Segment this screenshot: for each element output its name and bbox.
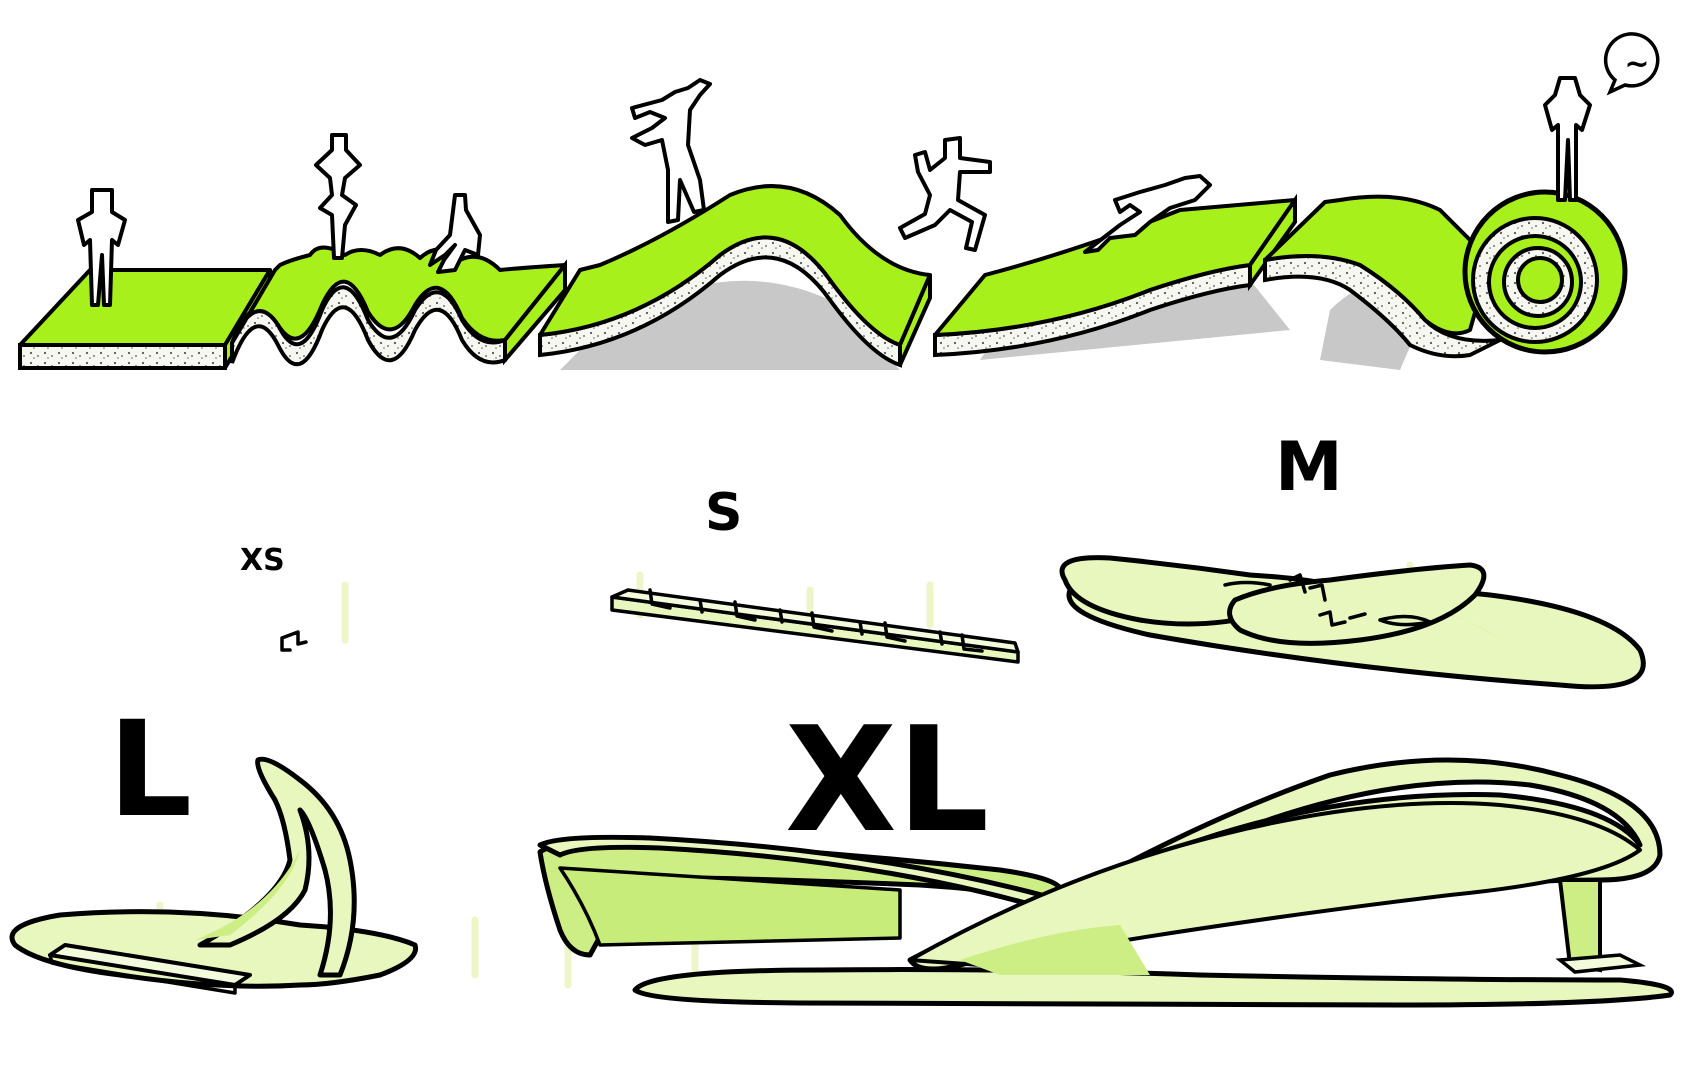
label-l: L: [108, 693, 192, 847]
label-xl: XL: [785, 696, 989, 865]
person-reclining: [1083, 174, 1212, 254]
person-dancing: [630, 78, 712, 224]
tile-slope: [933, 193, 1297, 358]
tile-roll: [1263, 189, 1628, 359]
person-standing-left: [76, 188, 127, 307]
object-s-bench: [610, 588, 1020, 664]
tile-bumpy-grass: [230, 245, 567, 345]
grass-landscape-strip: ~: [18, 32, 1660, 370]
tile-big-wave: [538, 184, 932, 368]
object-xl-lower-base: [632, 967, 1674, 1008]
object-m: [1059, 555, 1646, 690]
roll-core: [1516, 256, 1564, 304]
tile-bumpy: [230, 245, 567, 367]
tile-flat-soil: [18, 343, 227, 370]
object-xs: [280, 630, 308, 652]
speech-bubble-glyph: ~: [1624, 47, 1649, 82]
speech-bubble: ~: [1603, 32, 1660, 96]
label-m: M: [1275, 428, 1343, 507]
object-xl: [537, 757, 1674, 1008]
person-thinking: [1543, 76, 1592, 202]
person-tree-pose: [314, 133, 362, 260]
label-s: S: [705, 483, 742, 543]
person-sitting: [428, 193, 482, 274]
tile-roll-grass: [1263, 194, 1492, 336]
object-l-bench: [48, 943, 252, 987]
label-xs: XS: [240, 543, 285, 578]
person-jumping: [898, 136, 992, 252]
object-l: [9, 756, 419, 995]
